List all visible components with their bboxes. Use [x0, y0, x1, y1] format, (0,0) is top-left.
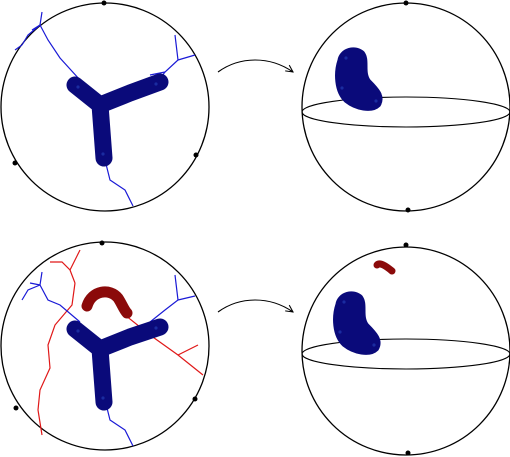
top-left-tripod-blob — [66, 73, 169, 167]
bottom-left-blob-dots — [76, 326, 158, 400]
top-right-boundary-points — [403, 0, 411, 213]
blue-curve — [149, 274, 179, 323]
boundary-point — [101, 0, 107, 6]
bottom-right-equator — [301, 338, 510, 370]
blue-curve — [21, 11, 81, 81]
bottom-right-sphere-group — [301, 242, 510, 456]
bottom-left-blue-curves — [21, 271, 196, 447]
blue-curve — [31, 24, 41, 31]
boundary-point — [192, 396, 198, 402]
bottom-left-tripod-blob — [66, 318, 169, 411]
blue-curve — [21, 271, 81, 323]
red-curve — [177, 344, 199, 356]
blue-curve — [177, 54, 196, 61]
blue-curve — [149, 71, 166, 76]
bottom-right-sphere — [301, 246, 510, 456]
north-pole-point — [403, 242, 409, 248]
top-arrow — [217, 59, 293, 72]
top-right-blob-dots — [340, 56, 378, 103]
top-right-sphere — [301, 2, 510, 212]
boundary-point — [12, 160, 18, 166]
red-curve — [124, 314, 204, 376]
bottom-right-red-blob — [373, 260, 396, 275]
bottom-left-disk-group — [0, 240, 210, 451]
top-left-blob-dots — [76, 82, 158, 156]
blue-curve — [104, 159, 134, 207]
south-pole-point — [405, 450, 411, 456]
bottom-left-red-arc-blob — [81, 286, 133, 319]
bottom-left-boundary-points — [13, 240, 198, 411]
bottom-right-bean-blob — [333, 291, 381, 355]
bottom-left-disk — [0, 241, 210, 451]
bottom-arrow — [217, 299, 293, 312]
boundary-point — [193, 152, 199, 158]
red-curve — [37, 282, 76, 436]
red-curve — [50, 261, 76, 284]
north-pole-point — [403, 0, 409, 6]
red-curve — [69, 249, 81, 271]
bottom-right-blob-dots — [338, 300, 376, 347]
blue-curve — [29, 282, 41, 286]
top-left-boundary-points — [12, 0, 199, 166]
blue-curve — [177, 295, 196, 301]
top-right-sphere-group — [301, 0, 510, 213]
boundary-point — [99, 240, 105, 246]
top-right-equator — [301, 96, 510, 128]
boundary-point — [13, 405, 19, 411]
south-pole-point — [405, 207, 411, 213]
blue-curve — [14, 44, 23, 51]
bottom-right-boundary-points — [403, 242, 411, 456]
blue-curve — [104, 399, 134, 447]
bottom-left-red-curves — [37, 249, 204, 436]
top-left-disk-group — [0, 0, 210, 212]
top-right-bean-blob — [335, 47, 383, 111]
